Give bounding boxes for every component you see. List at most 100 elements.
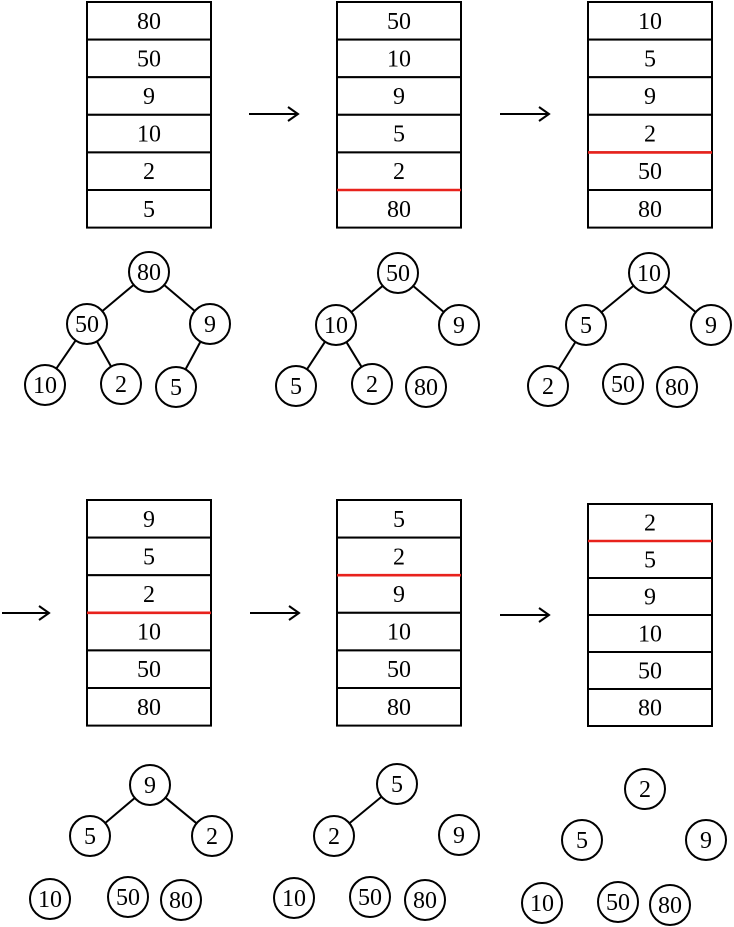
tree-node-circle	[24, 364, 66, 406]
array-cell-box	[86, 574, 212, 614]
tree-node-value: 5	[170, 375, 182, 401]
array-cell-box	[86, 1, 212, 41]
arrow-head	[288, 605, 301, 621]
array-cell-box	[86, 611, 212, 652]
tree-node-value: 9	[700, 828, 712, 854]
array-cell-value: 9	[393, 582, 405, 608]
tree-node-circle	[404, 879, 446, 921]
tree-node-circle	[100, 363, 142, 405]
array-cell-value: 2	[644, 122, 656, 148]
array-cell-value: 2	[393, 159, 405, 185]
tree-node: 80	[128, 251, 170, 293]
tree-node-value: 9	[453, 313, 465, 339]
tree-node: 10	[521, 882, 563, 924]
array-cell: 5	[86, 536, 212, 577]
array-cell: 50	[336, 1, 462, 41]
tree-edge	[600, 284, 635, 314]
right-arrow-icon	[2, 605, 51, 621]
tree-node-value: 5	[580, 313, 592, 339]
array-cell: 9	[336, 574, 462, 614]
tree-node-value: 50	[116, 885, 140, 911]
tree-edge	[348, 795, 383, 825]
tree-node-circle	[690, 304, 732, 346]
tree-node-value: 50	[606, 890, 630, 916]
tree-node-value: 10	[282, 886, 306, 912]
array-cell-box	[587, 113, 713, 154]
right-arrow-icon	[500, 106, 551, 122]
tree-node-circle	[275, 365, 317, 407]
tree-edge	[306, 341, 326, 370]
tree-node-value: 2	[366, 372, 378, 398]
array-cell-box	[587, 38, 713, 79]
tree-node-circle	[66, 303, 108, 345]
tree-node-circle	[29, 878, 71, 920]
arrow-head	[538, 607, 551, 623]
tree-node-circle	[521, 882, 563, 924]
array-cell-box	[587, 577, 713, 616]
array-cell-value: 5	[143, 544, 155, 570]
array-cell: 9	[86, 499, 212, 539]
array-cell-box	[86, 113, 212, 154]
array-cell-value: 80	[638, 197, 662, 223]
array-cell-box	[587, 1, 713, 41]
array-cell-value: 2	[644, 511, 656, 537]
array-cell: 10	[86, 113, 212, 154]
array-cell: 9	[86, 76, 212, 116]
array-cell: 80	[336, 687, 462, 727]
array-cell: 9	[587, 577, 713, 616]
array-cell-value: 5	[393, 122, 405, 148]
array-cell-box	[587, 688, 713, 727]
array-cell-value: 80	[638, 696, 662, 722]
tree-node: 50	[66, 303, 108, 345]
tree-node-value: 2	[542, 374, 554, 400]
tree-edge	[350, 285, 384, 313]
tree-edge	[101, 284, 135, 312]
array-cell: 2	[336, 151, 462, 191]
array-cell: 2	[86, 574, 212, 614]
array-cell-value: 2	[143, 582, 155, 608]
array-cell: 2	[86, 151, 212, 191]
tree-edge	[184, 341, 202, 370]
tree-node-circle	[376, 763, 418, 805]
array-cell: 5	[587, 540, 713, 579]
tree-node: 2	[191, 815, 233, 857]
array-cell: 50	[86, 38, 212, 79]
tree-node-value: 10	[38, 887, 62, 913]
array-cell-value: 80	[137, 695, 161, 721]
tree-node-value: 80	[169, 888, 193, 914]
tree-node-circle	[189, 303, 231, 345]
array-cell-value: 5	[644, 548, 656, 574]
tree-node-value: 80	[658, 893, 682, 919]
array-cell: 2	[587, 113, 713, 154]
tree-node: 2	[351, 363, 393, 405]
tree-node-circle	[561, 819, 603, 861]
array-cell-value: 5	[644, 46, 656, 72]
tree-node: 2	[313, 815, 355, 857]
array-cell-box	[336, 189, 462, 229]
array-cell: 10	[336, 38, 462, 79]
tree-node-value: 80	[665, 375, 689, 401]
array-cell-box	[86, 687, 212, 727]
array-cell-box	[336, 687, 462, 727]
tree-node-circle	[405, 366, 447, 408]
tree-node-circle	[160, 879, 202, 921]
array-cell-value: 80	[137, 9, 161, 35]
arrow-head	[38, 605, 51, 621]
array-cell-box	[336, 76, 462, 116]
tree-node-value: 5	[84, 824, 96, 850]
tree-node: 50	[597, 881, 639, 923]
tree-node-circle	[128, 251, 170, 293]
array-cell: 10	[587, 614, 713, 653]
tree-node-circle	[107, 876, 149, 918]
